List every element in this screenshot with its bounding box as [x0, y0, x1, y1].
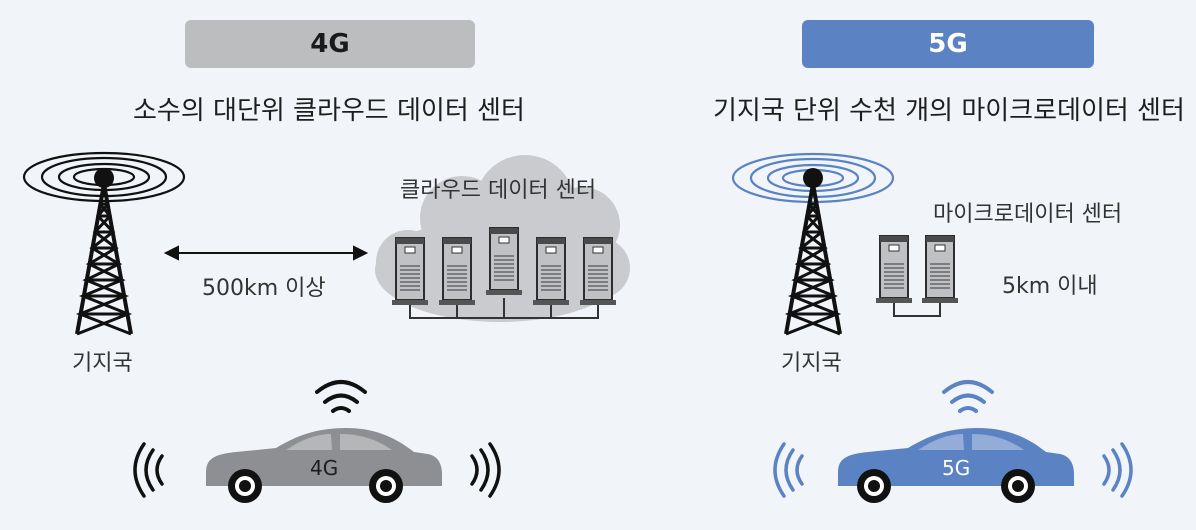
tower-5g-icon — [784, 166, 842, 336]
cloud-servers — [391, 227, 617, 319]
car-label-5g: 5G — [942, 456, 971, 480]
distance-arrow-4g — [163, 245, 369, 261]
tower-4g-icon — [75, 166, 133, 336]
micro-datacenter-label: 마이크로데이터 센터 — [933, 202, 1123, 227]
wifi-icon-4g — [315, 380, 367, 413]
side-waves-5g — [773, 442, 1133, 498]
signal-rings-5g — [731, 152, 895, 204]
subtitle-5g: 기지국 단위 수천 개의 마이크로데이터 센터 — [713, 96, 1185, 126]
wifi-icon-5g — [942, 380, 994, 413]
badge-5g: 5G — [802, 20, 1094, 68]
distance-label-5g: 5km 이내 — [1002, 274, 1098, 299]
tower-label-5g: 기지국 — [781, 351, 842, 376]
cloud-datacenter-label: 클라우드 데이터 센터 — [400, 178, 597, 203]
subtitle-4g: 소수의 대단위 클라우드 데이터 센터 — [133, 96, 525, 126]
micro-datacenter-icon — [875, 235, 959, 317]
distance-label-4g: 500km 이상 — [202, 276, 326, 301]
tower-label-4g: 기지국 — [72, 351, 133, 376]
car-label-4g: 4G — [310, 456, 339, 480]
badge-4g: 4G — [185, 20, 475, 68]
side-waves-4g — [133, 442, 501, 498]
